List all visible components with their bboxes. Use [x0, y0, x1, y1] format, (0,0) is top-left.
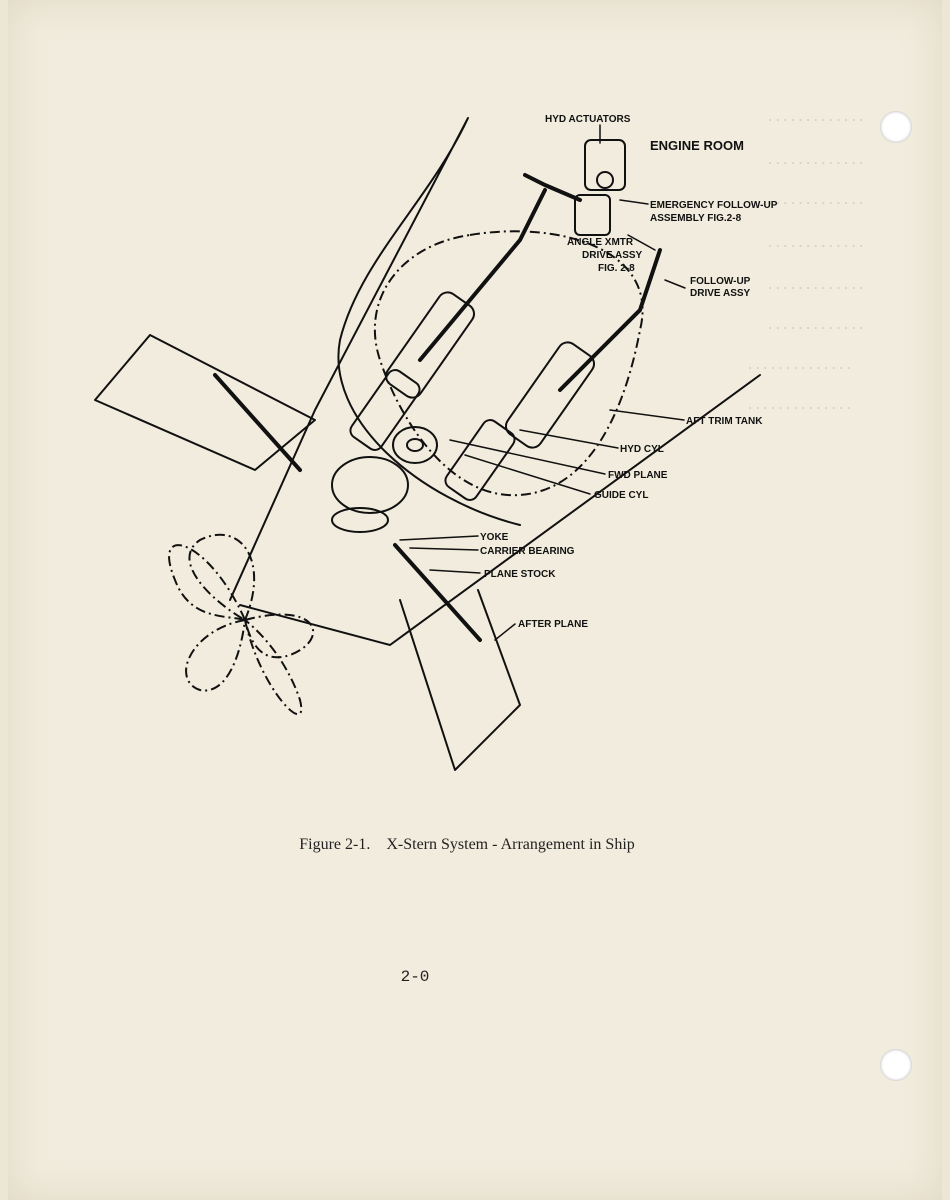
after-plane-outline: [399, 589, 521, 771]
label-angle-xmtr-line3: FIG. 2-8: [598, 263, 635, 274]
figure-caption: Figure 2-1. X-Stern System - Arrangement…: [0, 836, 934, 854]
bleed-through-line: · · · · · · · · · · · · ·: [768, 195, 864, 210]
bleed-through-line: · · · · · · · · · · · · ·: [768, 238, 864, 253]
bleed-through-line: · · · · · · · · · · · · ·: [768, 320, 864, 335]
plane-stock-shaft: [213, 373, 302, 472]
label-followup-line2: DRIVE ASSY: [690, 288, 751, 299]
label-angle-xmtr-line1: ANGLE XMTR: [567, 237, 634, 248]
aft-trim-tank-outline: [373, 230, 644, 497]
bleed-through-line: · · · · · · · · · · · · ·: [768, 155, 864, 170]
label-fwd-plane: FWD PLANE: [608, 470, 668, 481]
emergency-linkage: [523, 173, 582, 202]
figure-title: X-Stern System - Arrangement in Ship: [386, 836, 635, 853]
label-engine-room: ENGINE ROOM: [650, 138, 744, 153]
bleed-through-line: · · · · · · · · · · · · · ·: [748, 400, 851, 415]
label-emergency-line2: ASSEMBLY FIG.2-8: [650, 213, 742, 224]
label-emergency-line1: EMERGENCY FOLLOW-UP: [650, 200, 778, 211]
drive-shaft-left: [418, 188, 547, 362]
label-aft-trim-tank: AFT TRIM TANK: [686, 416, 763, 427]
bleed-through-line: · · · · · · · · · · · · ·: [768, 112, 864, 127]
hyd-cylinder-right: [444, 341, 596, 501]
label-hyd-cyl: HYD CYL: [620, 444, 664, 455]
label-guide-cyl: GUIDE CYL: [594, 490, 648, 501]
label-carrier-bearing: CARRIER BEARING: [480, 546, 575, 557]
label-plane-stock: PLANE STOCK: [484, 569, 556, 580]
leader-lines: [399, 124, 686, 641]
document-page: · · · · · · · · · · · · · · · · · · · · …: [8, 0, 942, 1200]
label-followup-line1: FOLLOW-UP: [690, 276, 751, 287]
binder-hole-bottom: [880, 1049, 912, 1081]
label-yoke: YOKE: [480, 532, 509, 543]
upper-left-plane: [94, 334, 316, 471]
hyd-actuators-machinery: [574, 139, 626, 236]
label-after-plane: AFTER PLANE: [518, 619, 588, 630]
page-number: 2-0: [400, 968, 430, 986]
bleed-through-line: · · · · · · · · · · · · ·: [768, 280, 864, 295]
hull-outline: [229, 117, 761, 646]
lower-plane-stock: [393, 543, 482, 642]
hyd-cylinder-left: [349, 291, 476, 451]
label-hyd-actuators: HYD ACTUATORS: [545, 114, 631, 125]
yoke-assembly: [331, 426, 438, 533]
propeller: [168, 533, 315, 716]
figure-number: Figure 2-1.: [299, 836, 371, 853]
label-angle-xmtr-line2: DRIVE ASSY: [582, 250, 643, 261]
drive-shaft-right: [558, 248, 662, 392]
bleed-through-line: · · · · · · · · · · · · · ·: [748, 360, 851, 375]
binder-hole-top: [880, 111, 912, 143]
